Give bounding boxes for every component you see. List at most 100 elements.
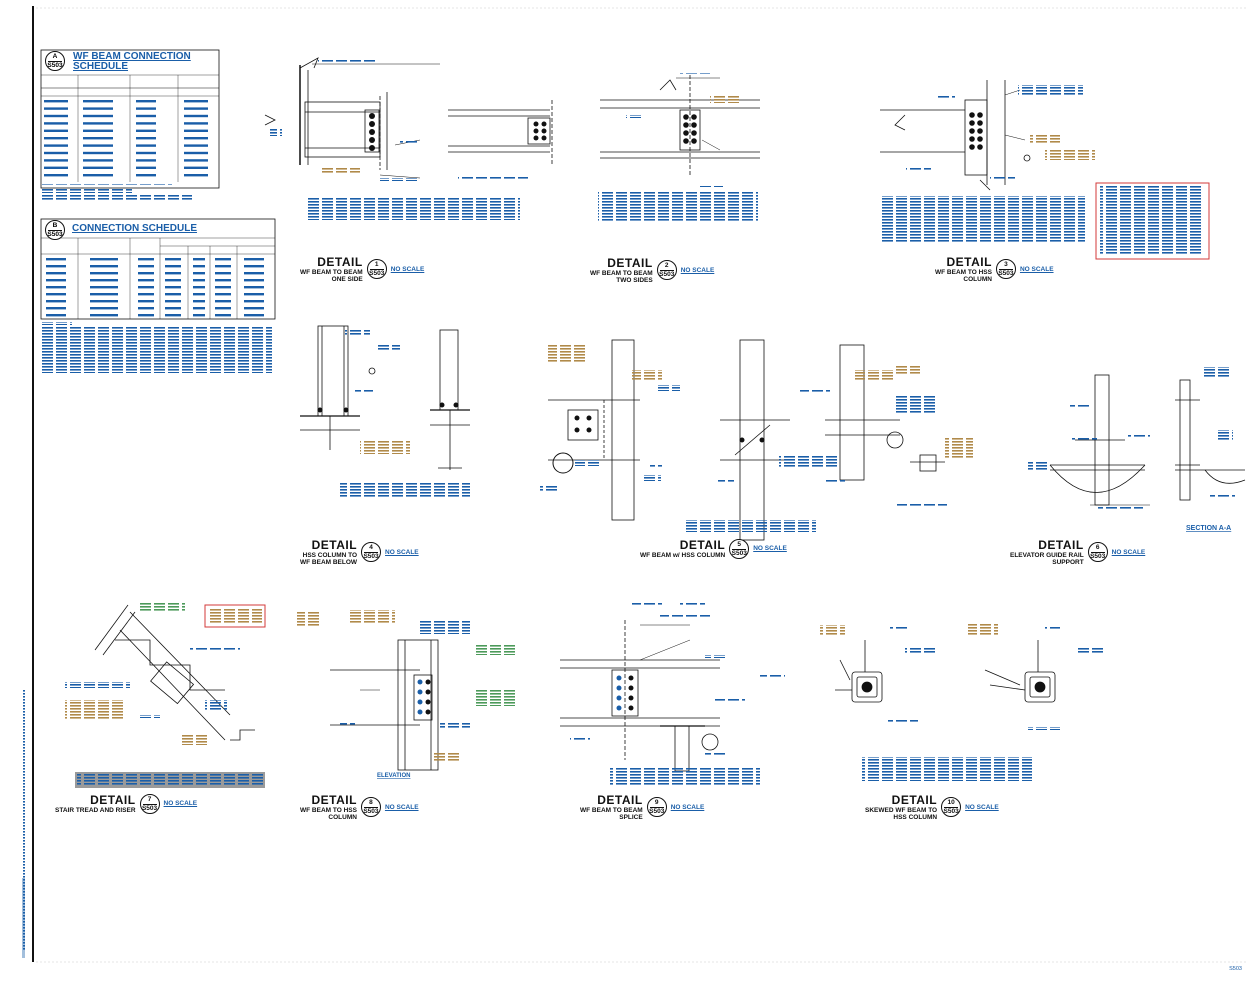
schedule-cell <box>244 293 264 296</box>
detail-sheet: S503 <box>369 270 385 277</box>
detail-word: DETAIL <box>1038 538 1084 552</box>
schedule-cell <box>90 314 118 317</box>
detail-number: 3 <box>998 261 1013 270</box>
schedule-cell <box>184 107 208 110</box>
detail-scale: NO SCALE <box>753 545 787 552</box>
schedule-cell <box>44 100 68 103</box>
bubble-number: A <box>48 53 62 62</box>
detail-scale: NO SCALE <box>1111 548 1146 556</box>
detail-line2: HSS COLUMN <box>893 814 938 821</box>
schedule-cell <box>136 129 156 132</box>
schedule-cell <box>44 144 68 147</box>
schedule-cell <box>193 258 205 261</box>
schedule-cell <box>136 107 156 110</box>
detail-3-drawing <box>880 80 1031 191</box>
schedule-cell <box>193 272 205 275</box>
schedule-cell <box>244 300 264 303</box>
schedule-cell <box>83 114 113 118</box>
schedule-cell <box>46 272 66 275</box>
schedule-cell <box>44 174 68 177</box>
schedule-cell <box>138 286 154 289</box>
detail-10-drawing <box>835 640 1056 703</box>
detail-scale: NO SCALE <box>1019 265 1054 273</box>
detail-sheet: S503 <box>141 804 158 812</box>
schedule-cell <box>90 279 118 282</box>
connection-schedule <box>40 218 276 373</box>
schedule-cell <box>44 151 68 155</box>
schedule-cell <box>90 300 118 303</box>
schedule-cell <box>193 279 205 282</box>
schedule-cell <box>46 307 66 310</box>
schedule-cell <box>165 307 181 310</box>
detail-line1: WF BEAM TO HSS <box>935 269 992 276</box>
detail-word: DETAIL <box>311 793 357 807</box>
detail-line1: SKEWED WF BEAM TO <box>865 807 938 814</box>
schedule-cell <box>44 122 68 125</box>
detail-5-drawing <box>548 339 945 541</box>
detail-sheet: S503 <box>943 808 959 815</box>
schedule-cell <box>46 286 66 289</box>
detail-number: 7 <box>142 796 157 805</box>
schedule-cell <box>83 159 113 162</box>
schedule-cell <box>215 279 231 282</box>
schedule-cell <box>83 174 113 177</box>
detail-number: 5 <box>732 541 747 550</box>
schedule-cell <box>193 265 205 268</box>
schedule-cell <box>136 144 156 147</box>
schedule-cell <box>90 258 118 261</box>
schedule-cell <box>165 300 181 303</box>
schedule-cell <box>136 114 156 118</box>
schedule-cell <box>138 258 154 261</box>
detail-sheet: S503 <box>998 270 1014 277</box>
schedule-cell <box>215 258 231 261</box>
schedule-cell <box>136 122 156 125</box>
detail-scale: NO SCALE <box>670 803 705 811</box>
schedule-cell <box>136 151 156 155</box>
schedule-cell <box>138 279 154 282</box>
detail-word: DETAIL <box>607 256 653 270</box>
detail-line2: ONE SIDE <box>331 276 363 283</box>
detail-word: DETAIL <box>679 538 726 552</box>
detail-scale: NO SCALE <box>390 265 425 273</box>
detail-line1: WF BEAM TO BEAM <box>300 269 363 276</box>
schedule-cell <box>46 265 66 268</box>
detail-line1: WF BEAM w/ HSS COLUMN <box>640 552 726 559</box>
schedule-cell <box>165 314 181 317</box>
schedule-cell <box>215 272 231 275</box>
schedule-cell <box>90 286 118 289</box>
schedule-cell <box>165 272 181 275</box>
schedule-cell <box>83 151 113 155</box>
schedule-cell <box>244 272 264 275</box>
schedule-cell <box>44 114 68 118</box>
schedule-cell <box>46 258 66 261</box>
detail-8-drawing <box>330 639 439 771</box>
schedule-cell <box>83 100 113 103</box>
schedule-cell <box>184 144 208 147</box>
schedule-cell <box>44 129 68 132</box>
schedule-cell <box>138 314 154 317</box>
schedule-cell <box>193 314 205 317</box>
schedule-cell <box>184 122 208 125</box>
detail-line1: WF BEAM TO BEAM <box>590 270 653 277</box>
wf-beam-schedule-title: WF BEAM CONNECTION SCHEDULE <box>73 52 191 72</box>
schedule-cell <box>44 107 68 110</box>
detail-word: DETAIL <box>946 255 992 269</box>
detail-line1: STAIR TREAD AND RISER <box>55 807 136 814</box>
schedule-title-line1: WF BEAM CONNECTION <box>73 51 191 62</box>
schedule-cell <box>138 307 154 310</box>
detail-number: 10 <box>944 799 959 808</box>
detail-line1: ELEVATOR GUIDE RAIL <box>1010 552 1084 559</box>
schedule-cell <box>193 293 205 296</box>
schedule-cell <box>165 293 181 296</box>
schedule-cell <box>215 300 231 303</box>
